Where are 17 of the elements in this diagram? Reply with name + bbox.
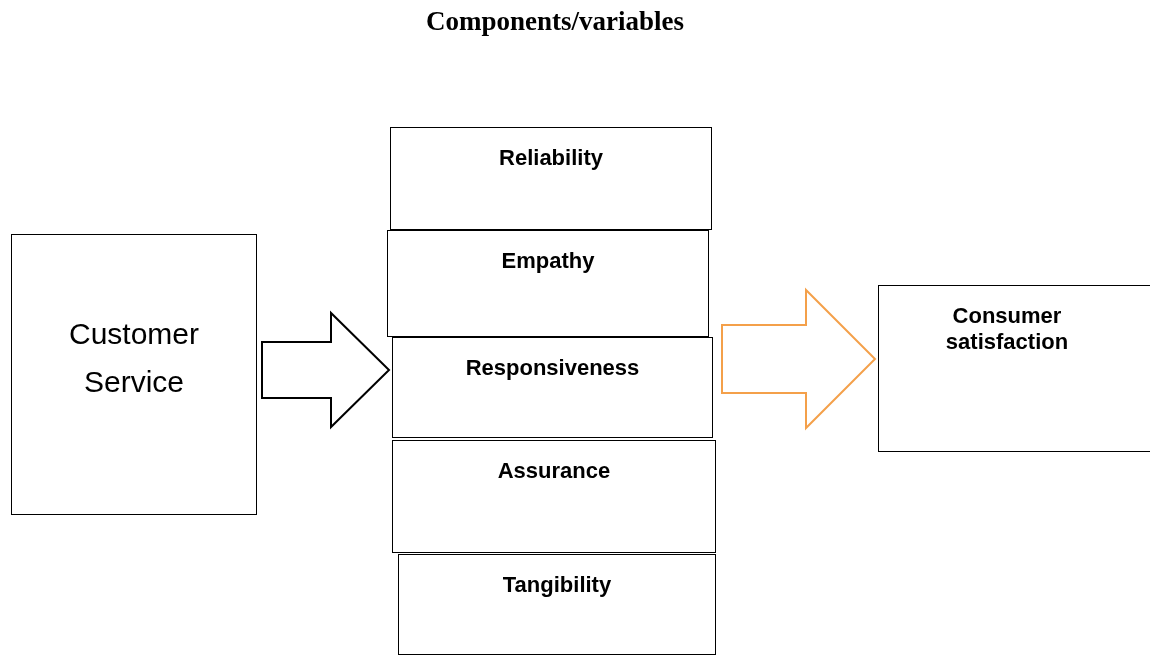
box-label: Tangibility — [501, 571, 613, 598]
box-label: Customer Service — [67, 316, 200, 400]
block-arrow — [261, 310, 391, 430]
text-box — [390, 127, 712, 230]
box-label: Consumer satisfaction — [944, 302, 1070, 355]
text-box — [878, 285, 1150, 452]
text-box — [392, 440, 716, 553]
box-label: Assurance — [496, 457, 612, 484]
text-box — [392, 337, 713, 438]
box-label: Reliability — [498, 144, 604, 171]
box-label: Empathy — [500, 247, 596, 274]
block-arrow — [721, 287, 877, 431]
text-box — [398, 554, 716, 655]
box-label: Responsiveness — [464, 354, 641, 381]
text-box — [387, 230, 709, 337]
text-box — [11, 234, 257, 515]
diagram-title: Components/variables — [425, 6, 685, 37]
